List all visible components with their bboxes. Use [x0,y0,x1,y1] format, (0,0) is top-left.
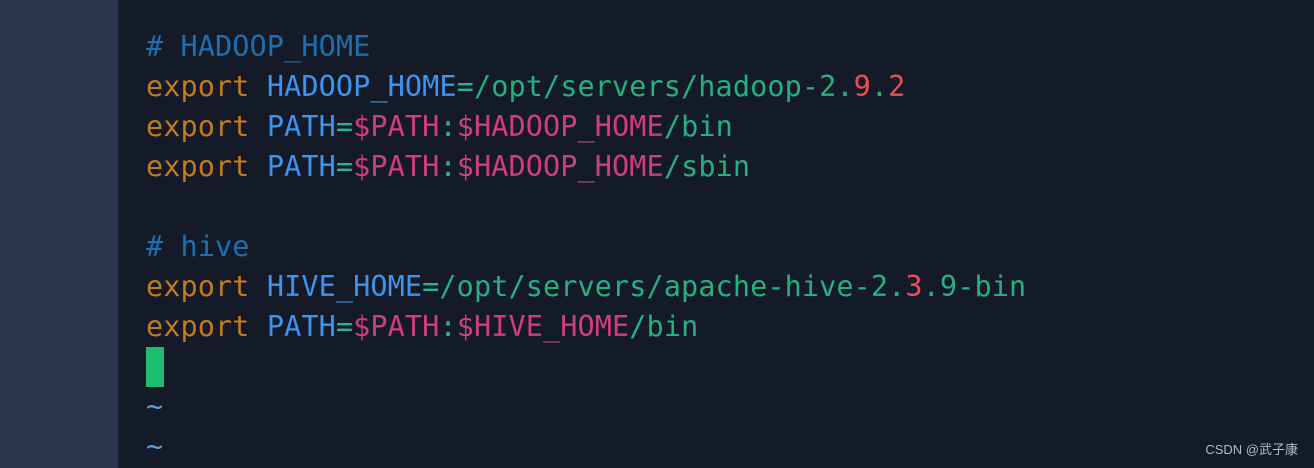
code-token-path: /bin [663,110,733,143]
code-token-ref: $PATH [353,150,440,183]
code-line[interactable]: # HADOOP_HOME [146,27,1026,67]
code-token-path: /opt/servers/apache-hive-2. [439,270,906,303]
code-token-path: .9-bin [922,270,1027,303]
code-token-path: /opt/servers/hadoop-2. [473,70,854,103]
code-token-op: : [439,150,457,183]
code-token-keyword: export [146,310,250,343]
code-line[interactable]: export HADOOP_HOME=/opt/servers/hadoop-2… [146,67,1026,107]
code-token-plain [250,70,267,103]
code-line[interactable]: export PATH=$PATH:$HADOOP_HOME/bin [146,107,1026,147]
code-token-path: /sbin [663,150,751,183]
code-line[interactable]: export PATH=$PATH:$HIVE_HOME/bin [146,307,1026,347]
watermark: CSDN @武子康 [1205,442,1298,457]
code-token-keyword: export [146,150,250,183]
code-token-op: = [335,110,354,143]
code-line[interactable]: export PATH=$PATH:$HADOOP_HOME/sbin [146,147,1026,187]
code-token-var: PATH [266,310,336,343]
code-token-var: PATH [266,150,336,183]
code-token-keyword: export [146,270,250,303]
code-token-keyword: export [146,110,250,143]
cursor-line[interactable] [146,347,1026,387]
code-token-ref: $HADOOP_HOME [456,110,664,143]
code-token-var: PATH [266,110,336,143]
code-token-tilde: ~ [146,430,164,463]
code-token-tilde: ~ [146,390,164,423]
code-token-keyword: export [146,70,250,103]
code-token-op: = [335,310,354,343]
code-line[interactable]: # hive [146,227,1026,267]
text-cursor [146,347,164,387]
code-token-op: : [439,310,457,343]
code-token-op: = [422,270,440,303]
empty-buffer-line[interactable]: ~ [146,427,1026,467]
code-token-num: 2 [888,70,906,103]
code-token-plain [250,310,267,343]
code-token-plain [250,270,267,303]
code-token-path: . [870,70,889,103]
code-token-comment: # hive [146,230,250,263]
code-token-op: = [335,150,354,183]
code-token-num: 3 [905,270,923,303]
code-token-ref: $PATH [353,310,440,343]
code-token-plain [250,110,267,143]
code-token-op: = [456,70,474,103]
code-token-num: 9 [853,70,871,103]
code-token-ref: $PATH [353,110,440,143]
code-token-var: HADOOP_HOME [266,70,457,103]
empty-buffer-line[interactable]: ~ [146,387,1026,427]
editor-gutter [0,0,118,468]
code-line[interactable]: export HIVE_HOME=/opt/servers/apache-hiv… [146,267,1026,307]
code-token-var: HIVE_HOME [266,270,423,303]
code-line[interactable] [146,187,1026,227]
code-token-ref: $HADOOP_HOME [456,150,664,183]
code-token-path: /bin [629,310,699,343]
code-token-ref: $HIVE_HOME [456,310,630,343]
code-token-comment: # HADOOP_HOME [146,30,371,63]
code-token-op: : [439,110,457,143]
code-token-plain [250,150,267,183]
